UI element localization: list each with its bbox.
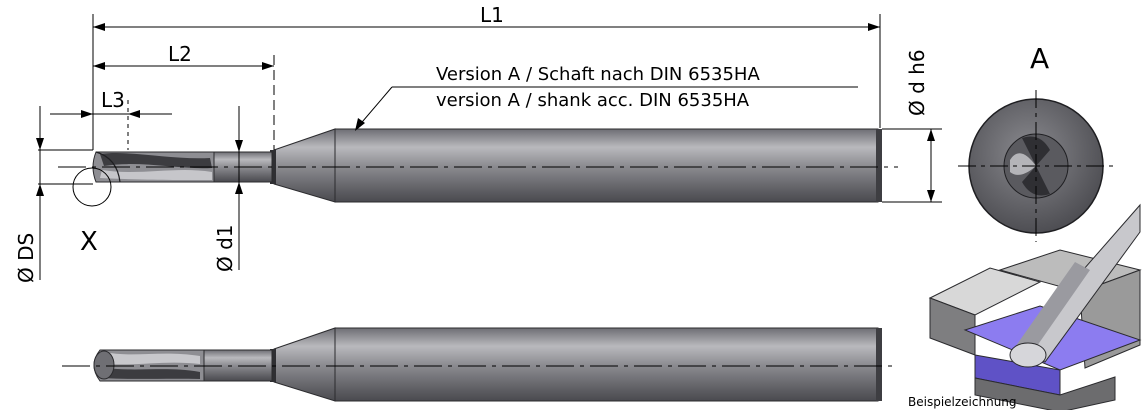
dim-l1-label: L1	[480, 3, 504, 27]
end-mill-front-view	[62, 327, 898, 402]
dim-l2-label: L2	[168, 42, 192, 66]
shank-annotation-leader	[355, 86, 858, 131]
flute-1	[100, 153, 212, 169]
flute-edge	[95, 151, 121, 183]
dim-dh6-label: Ø d h6	[905, 49, 929, 116]
section-a-label: A	[1030, 42, 1049, 75]
annotation-line-de: Version A / Schaft nach DIN 6535HA	[436, 64, 760, 85]
end-face-flute-1	[1022, 136, 1050, 166]
tool-shank-lower	[334, 327, 879, 402]
shank-end-face-lower	[876, 328, 882, 401]
dim-d1-label: Ø d1	[213, 224, 237, 272]
detail-x-circle	[72, 167, 112, 207]
flute-lower-2	[104, 368, 200, 379]
shank-end-face	[876, 129, 882, 202]
dimension-lines	[36, 14, 942, 280]
neck-ring	[270, 150, 276, 184]
end-mill-side-view	[58, 128, 898, 203]
flute-lower-1	[104, 352, 200, 365]
workpiece-example-icon	[928, 203, 1142, 410]
flute-2	[100, 170, 212, 180]
tool-shank	[334, 128, 879, 203]
dim-l3-label: L3	[101, 88, 125, 112]
dim-ds-label: Ø DS	[14, 233, 38, 283]
tool-neck-cone	[273, 128, 336, 203]
annotation-line-en: version A / shank acc. DIN 6535HA	[436, 90, 750, 111]
example-caption: Beispielzeichnung	[908, 395, 1017, 409]
end-face-highlight	[1010, 153, 1036, 175]
tool-neck-cone-lower	[273, 327, 336, 402]
end-mill-end-view	[958, 90, 1116, 242]
detail-x-label: X	[80, 227, 98, 257]
ball-tip-lower	[93, 350, 115, 380]
